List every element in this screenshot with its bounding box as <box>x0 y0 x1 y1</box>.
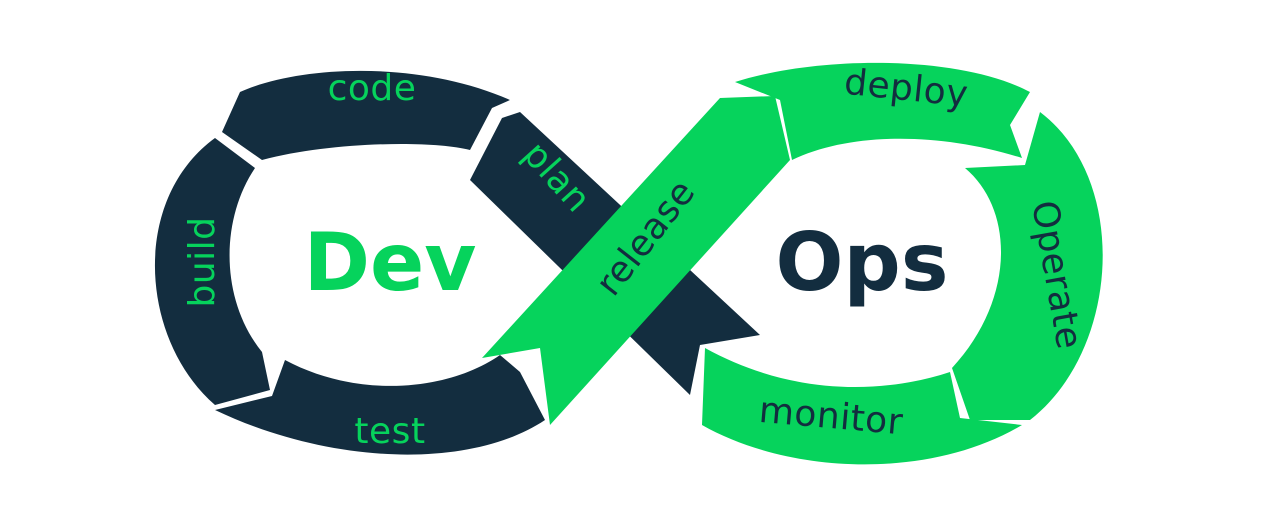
segment-monitor <box>702 348 1022 465</box>
segment-code <box>222 70 510 160</box>
label-test: test <box>354 411 425 452</box>
segment-test <box>215 355 545 455</box>
label-build: build <box>182 216 223 307</box>
segment-release <box>482 96 790 425</box>
label-code: code <box>328 68 417 109</box>
center-ops: Ops <box>776 216 949 309</box>
center-dev: Dev <box>304 216 477 309</box>
segment-build <box>154 138 270 405</box>
segment-operate <box>952 112 1103 420</box>
segment-deploy <box>735 62 1030 160</box>
